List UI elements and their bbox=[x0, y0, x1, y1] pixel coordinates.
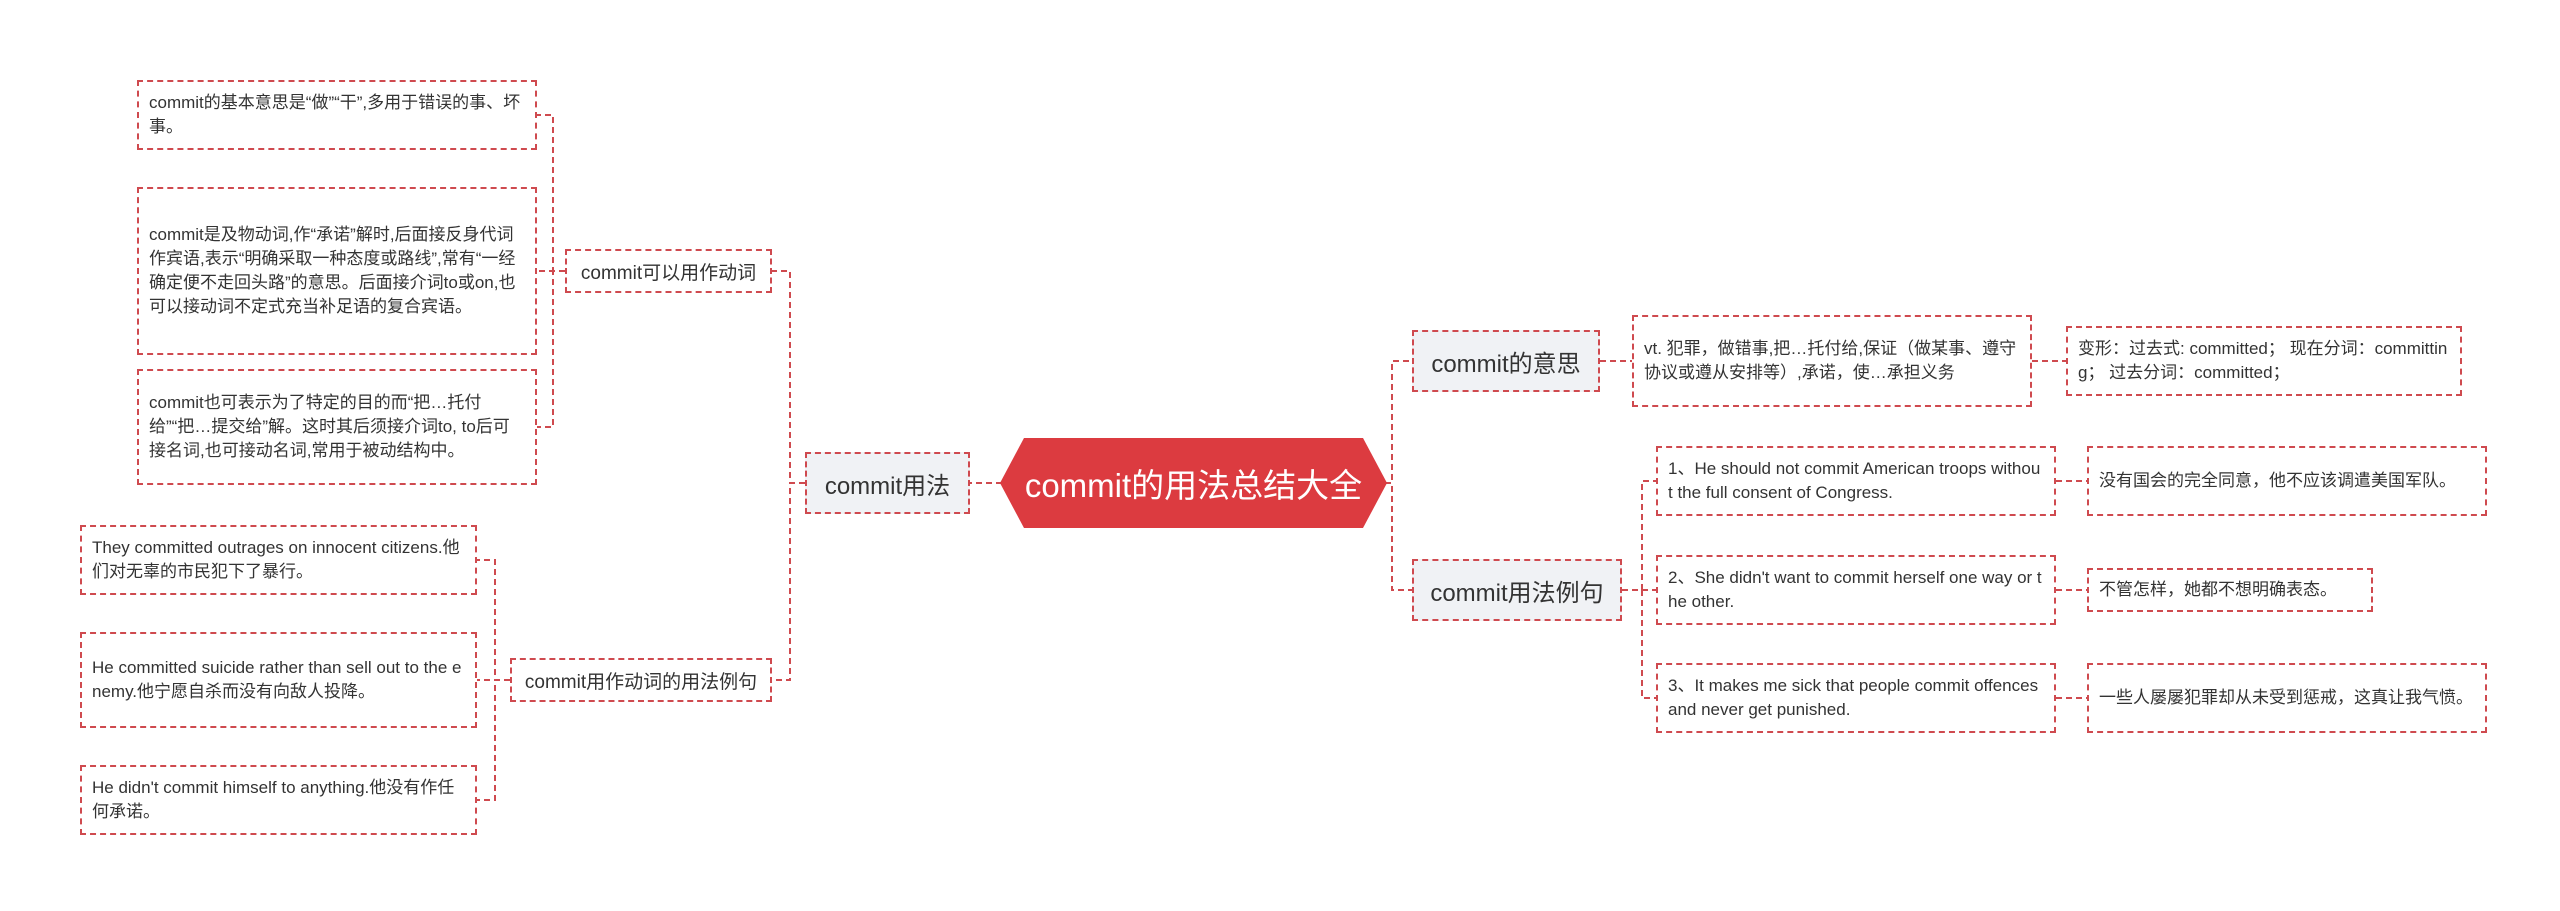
example-zh-3[interactable]: 一些人屡屡犯罪却从未受到惩戒，这真让我气愤。 bbox=[2087, 663, 2487, 733]
example-text: He didn't commit himself to anything.他没有… bbox=[92, 778, 455, 821]
root-node[interactable]: commit的用法总结大全 bbox=[1000, 438, 1387, 528]
edge-verbex-3 bbox=[477, 679, 510, 801]
sub-verb[interactable]: commit可以用作动词 bbox=[565, 249, 772, 293]
verb-example-2[interactable]: He committed suicide rather than sell ou… bbox=[80, 632, 477, 728]
forms-text: 变形：过去式: committed； 现在分词：committing； 过去分词… bbox=[2078, 339, 2448, 382]
example-zh-text: 一些人屡屡犯罪却从未受到惩戒，这真让我气愤。 bbox=[2099, 688, 2473, 707]
branch-examples-label: commit用法例句 bbox=[1430, 579, 1604, 607]
sub-verb-examples[interactable]: commit用作动词的用法例句 bbox=[510, 658, 772, 702]
example-en-3[interactable]: 3、It makes me sick that people commit of… bbox=[1656, 663, 2056, 733]
example-en-text: 3、It makes me sick that people commit of… bbox=[1668, 676, 2039, 719]
note-verb-entrust[interactable]: commit也可表示为了特定的目的而“把…托付给”“把…提交给”解。这时其后须接… bbox=[137, 369, 537, 485]
example-text: They committed outrages on innocent citi… bbox=[92, 538, 460, 581]
example-text: He committed suicide rather than sell ou… bbox=[92, 658, 462, 701]
edge-usage-verb bbox=[772, 270, 805, 484]
meaning-definition[interactable]: vt. 犯罪，做错事,把…托付给,保证（做某事、遵守协议或遵从安排等）,承诺，使… bbox=[1632, 315, 2032, 407]
branch-usage[interactable]: commit用法 bbox=[805, 452, 970, 514]
note-text: commit的基本意思是“做”“干”,多用于错误的事、坏事。 bbox=[149, 93, 521, 136]
edge-verb-note-1 bbox=[537, 114, 565, 272]
note-text: commit是及物动词,作“承诺”解时,后面接反身代词作宾语,表示“明确采取一种… bbox=[149, 225, 516, 316]
example-zh-text: 没有国会的完全同意，他不应该调遣美国军队。 bbox=[2099, 471, 2456, 490]
edge-examples-3 bbox=[1622, 589, 1656, 699]
note-verb-promise[interactable]: commit是及物动词,作“承诺”解时,后面接反身代词作宾语,表示“明确采取一种… bbox=[137, 187, 537, 355]
definition-text: vt. 犯罪，做错事,把…托付给,保证（做某事、遵守协议或遵从安排等）,承诺，使… bbox=[1644, 339, 2017, 382]
edge-usage-verb-examples bbox=[772, 482, 805, 681]
example-zh-1[interactable]: 没有国会的完全同意，他不应该调遣美国军队。 bbox=[2087, 446, 2487, 516]
verb-example-3[interactable]: He didn't commit himself to anything.他没有… bbox=[80, 765, 477, 835]
branch-meaning-label: commit的意思 bbox=[1431, 350, 1581, 378]
note-text: commit也可表示为了特定的目的而“把…托付给”“把…提交给”解。这时其后须接… bbox=[149, 393, 510, 460]
sub-verb-label: commit可以用作动词 bbox=[580, 262, 757, 284]
edge-examples-1 bbox=[1622, 480, 1656, 591]
example-en-2[interactable]: 2、She didn't want to commit herself one … bbox=[1656, 555, 2056, 625]
example-zh-text: 不管怎样，她都不想明确表态。 bbox=[2099, 580, 2337, 599]
root-title: commit的用法总结大全 bbox=[1024, 467, 1363, 504]
branch-usage-label: commit用法 bbox=[824, 472, 951, 500]
branch-examples[interactable]: commit用法例句 bbox=[1412, 559, 1622, 621]
edge-verb-note-3 bbox=[537, 270, 565, 428]
example-zh-2[interactable]: 不管怎样，她都不想明确表态。 bbox=[2087, 568, 2373, 612]
example-en-text: 1、He should not commit American troops w… bbox=[1668, 459, 2041, 502]
meaning-forms[interactable]: 变形：过去式: committed； 现在分词：committing； 过去分词… bbox=[2066, 326, 2462, 396]
branch-meaning[interactable]: commit的意思 bbox=[1412, 330, 1600, 392]
edge-verbex-1 bbox=[477, 559, 510, 681]
edge-root-examples bbox=[1375, 482, 1412, 591]
note-verb-basic[interactable]: commit的基本意思是“做”“干”,多用于错误的事、坏事。 bbox=[137, 80, 537, 150]
edge-root-meaning bbox=[1375, 360, 1412, 484]
sub-verb-examples-label: commit用作动词的用法例句 bbox=[524, 671, 758, 693]
example-en-text: 2、She didn't want to commit herself one … bbox=[1668, 568, 2042, 611]
verb-example-1[interactable]: They committed outrages on innocent citi… bbox=[80, 525, 477, 595]
example-en-1[interactable]: 1、He should not commit American troops w… bbox=[1656, 446, 2056, 516]
